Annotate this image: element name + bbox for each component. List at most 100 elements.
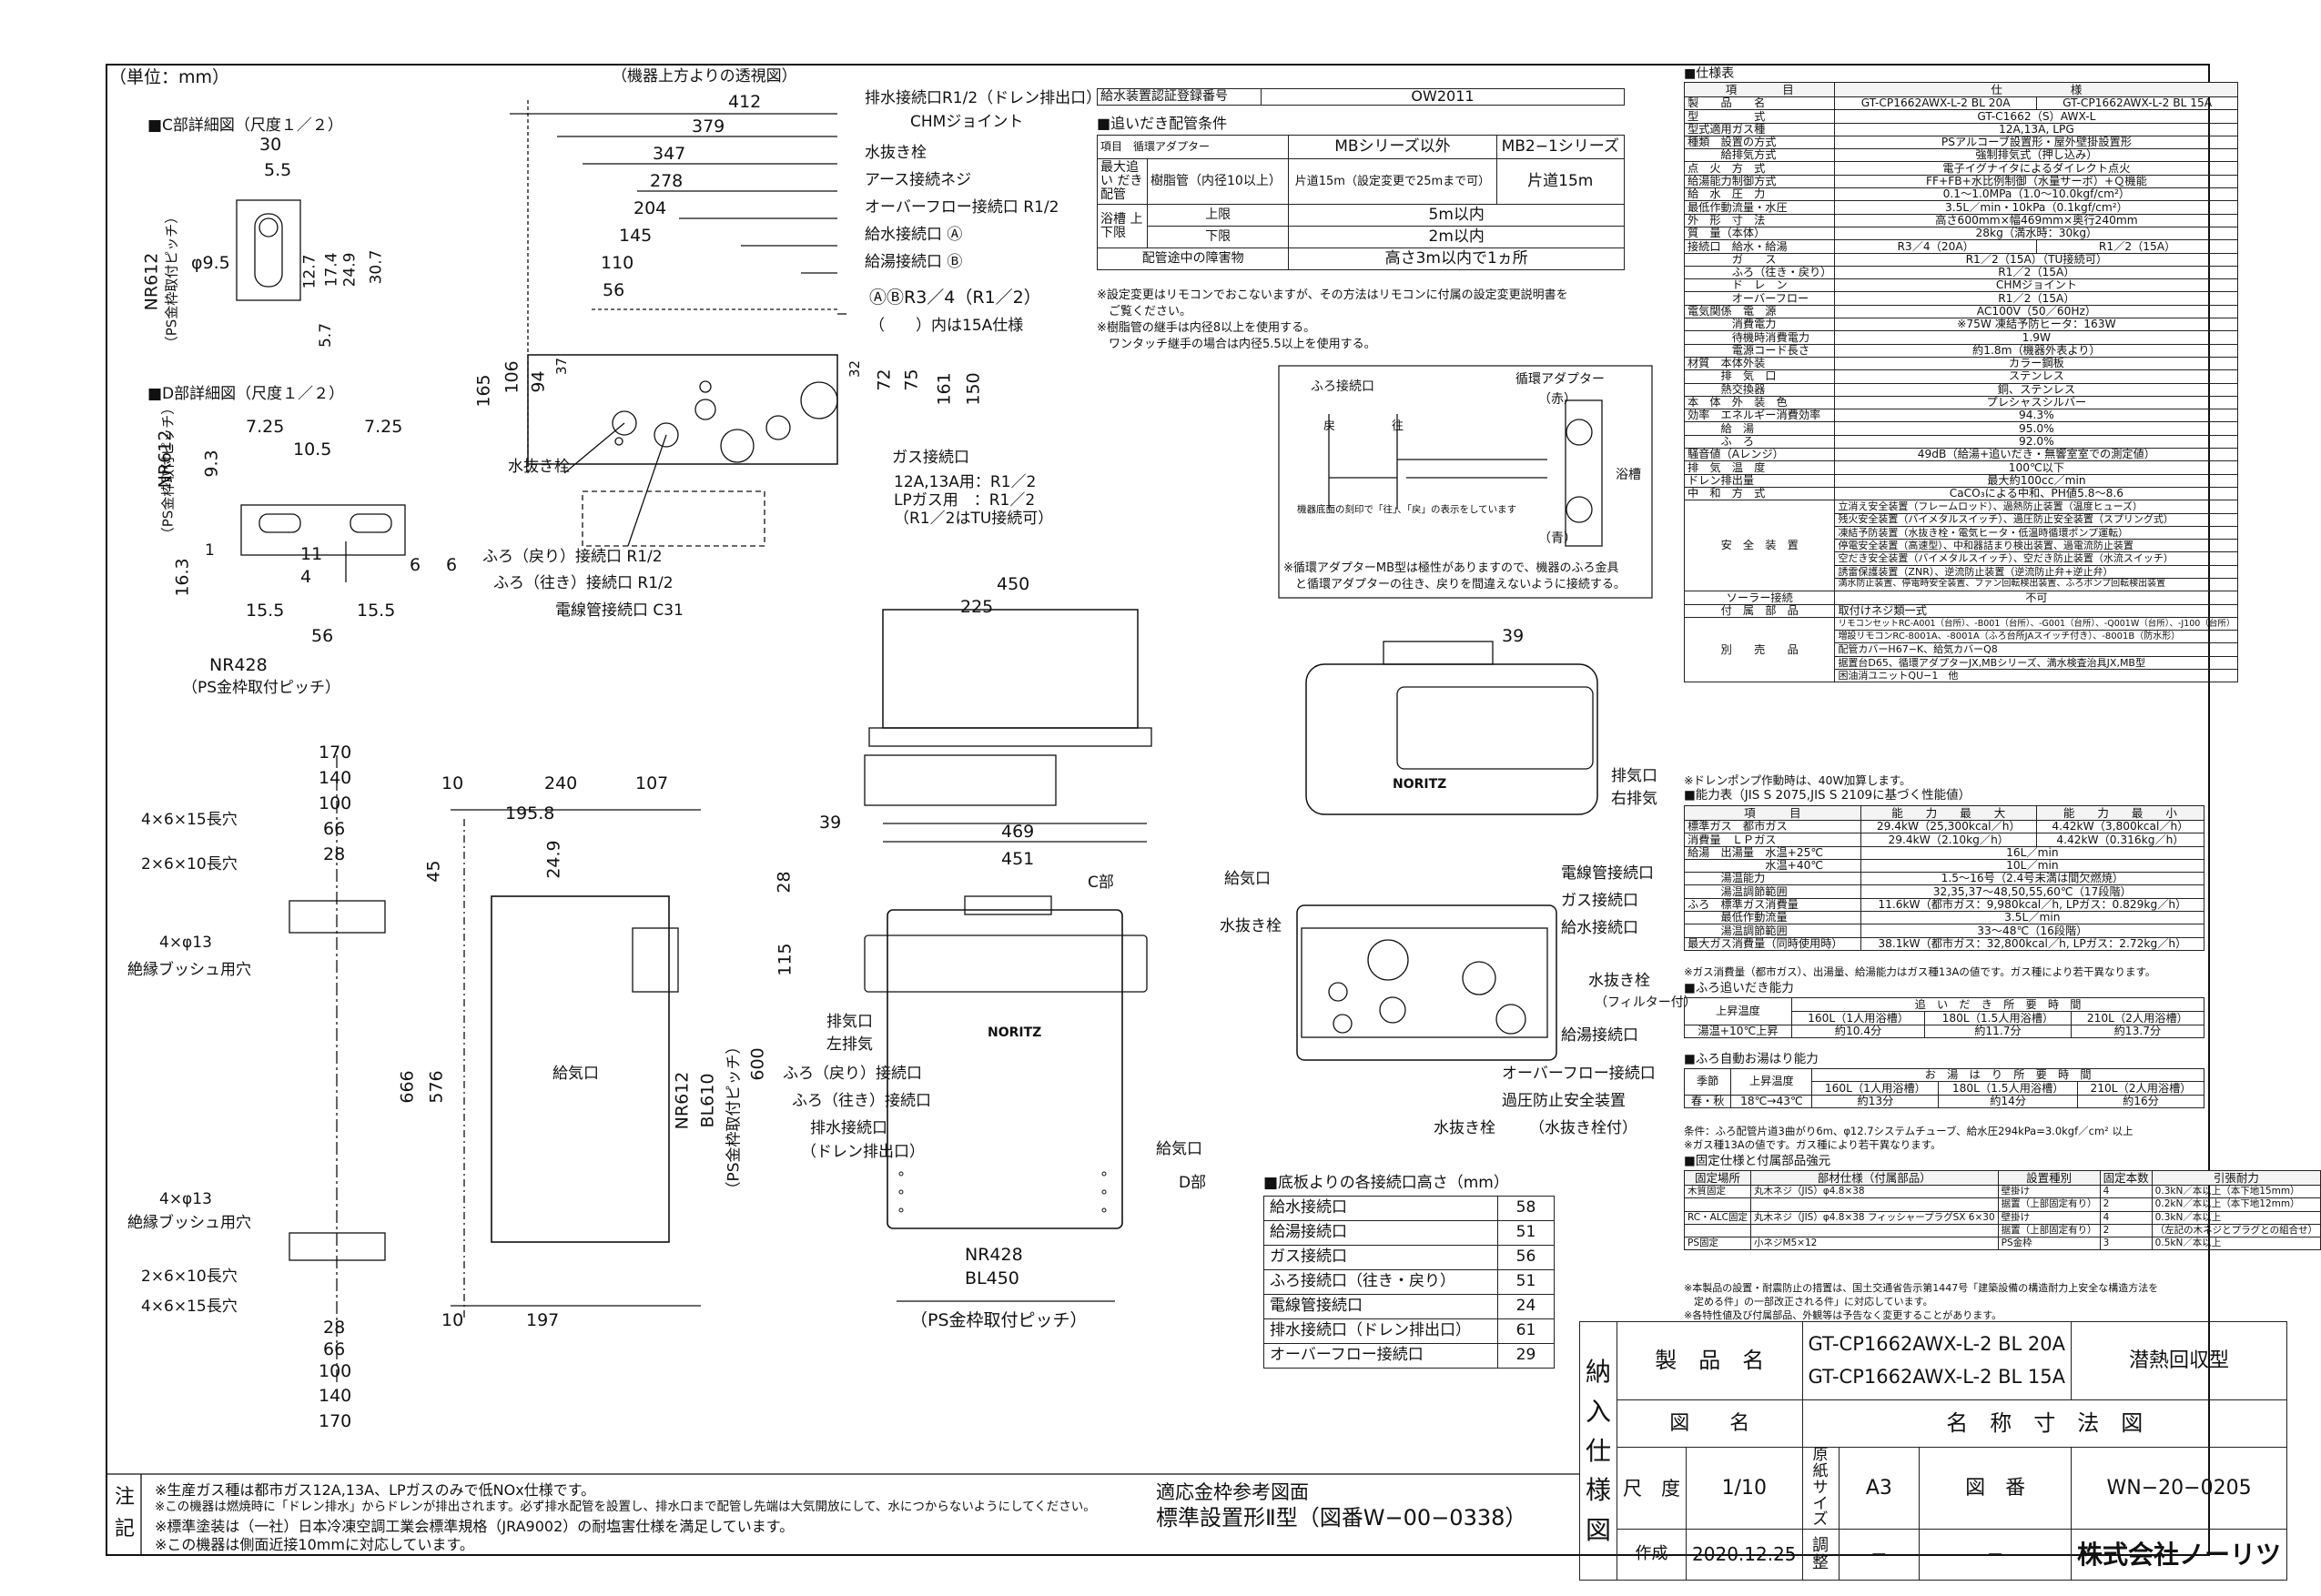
- note-line: ※生産ガス種は都市ガス12A,13A、LPガスのみで低NOx仕様です。: [155, 1481, 596, 1499]
- c-dim-24-9: 24.9: [340, 252, 360, 288]
- br-dim-28: 28: [323, 844, 346, 864]
- fx-h: 固定本数: [2099, 1170, 2153, 1186]
- c-dim-nr612: NR612: [141, 252, 162, 311]
- reg-label: 給水装置認証登録番号: [1097, 88, 1262, 106]
- fc-col: 160L（1人用浴槽）: [1811, 1081, 1940, 1096]
- fill-cap-title: ■ふろ自動お湯はり能力: [1684, 1052, 1819, 1066]
- d-dim-15-5a: 15.5: [246, 601, 285, 621]
- spec-value: R1／2（15A）: [1834, 265, 2239, 280]
- table-row: 最大ガス消費量（同時使用時）38.1kW（都市ガス：32,800kcal／h, …: [1684, 936, 2205, 951]
- reheat-cap-table: 上昇温度追 い だ き 所 要 時 間 160L（1人用浴槽）180L（1.5人…: [1684, 997, 2205, 1039]
- spec-value: プレシャスシルバー: [1834, 395, 2239, 410]
- cap-max: 29.4kW（2.10kg／h）: [1860, 833, 2037, 847]
- spec-value: 電子イグナイタによるダイレクト点火: [1834, 161, 2239, 176]
- note-line: ※この機器は燃焼時に「ドレン排水」からドレンが排出されます。必ず排水配管を設置し…: [155, 1500, 1096, 1514]
- front-dim-39: 39: [819, 813, 842, 833]
- options-head: 別 売 品: [1683, 616, 1836, 683]
- dim-75: 75: [901, 369, 922, 391]
- front-intake: 給気口: [1156, 1140, 1202, 1158]
- br-dim-66b: 66: [323, 1339, 346, 1359]
- option-line: 困油消ユニットQU−1 他: [1834, 669, 2239, 683]
- spec-value: カラー鋼板: [1834, 356, 2239, 371]
- fc-row: 春・秋: [1683, 1094, 1732, 1108]
- fixing-cell: PS金枠: [1997, 1237, 2101, 1251]
- adapter-note-1: ※循環アダプターMB型は極性がありますので、機器のふろ金具: [1283, 561, 1619, 575]
- spec-item: 消費電力: [1683, 318, 1836, 332]
- spec-title: ■仕様表: [1684, 66, 1735, 81]
- br-dim-100b: 100: [319, 1361, 352, 1381]
- callout-bath-return: ふろ（戻り）接続口 R1/2: [482, 548, 663, 566]
- rc-row: 約13.7分: [2070, 1024, 2205, 1039]
- c-dim-ps: （PS金枠取付ピッチ）: [163, 209, 180, 350]
- table-row: ふろ（往き・戻り）R1／2（15A）: [1683, 265, 2239, 280]
- rc-h1: 上昇温度: [1684, 997, 1792, 1025]
- height-value: 29: [1497, 1343, 1555, 1369]
- reheat-r1-pipe: 樹脂管（内径10以上）: [1146, 158, 1290, 205]
- dim-56: 56: [603, 280, 625, 300]
- front-dim-451: 451: [1001, 849, 1035, 869]
- reheat-r1-mb2: 片道15m: [1495, 158, 1625, 205]
- top-view-title: （機器上方よりの透視図）: [612, 67, 797, 86]
- dim-165: 165: [473, 374, 494, 408]
- d-dim-7-25a: 7.25: [246, 417, 285, 437]
- height-label: ガス接続口: [1263, 1245, 1498, 1270]
- tb-paper-label: 原紙サイズ: [1801, 1446, 1840, 1530]
- spec-value: 最大約100cc／min: [1834, 473, 2239, 488]
- side-dim-576: 576: [426, 1070, 447, 1104]
- adapter-name: 循環アダプター: [1515, 372, 1605, 387]
- option-line: 増設リモコンRC-8001A、-8001A（ふろ台所JAスイッチ付き）、-800…: [1834, 630, 2239, 644]
- height-label: 排水接続口（ドレン排出口）: [1263, 1318, 1498, 1344]
- dim-150: 150: [963, 372, 984, 406]
- spec-value: 49dB（給湯+追いだき・無響室室での測定値）: [1834, 448, 2239, 462]
- fixing-cell: RC・ALC固定: [1684, 1210, 1751, 1225]
- spec-value-2: GT-CP1662AWX-L-2 BL 15A: [2035, 96, 2239, 111]
- spec-item: ふ ろ: [1683, 434, 1836, 450]
- fixing-cell: PS固定: [1684, 1237, 1751, 1251]
- fixing-cell: 0.3kN／本以上: [2151, 1210, 2321, 1225]
- table-row: ドレン排出量最大約100cc／min: [1683, 473, 2239, 488]
- fill-cap-table: 季節上昇温度お 湯 は り 所 要 時 間 160L（1人用浴槽）180L（1.…: [1683, 1067, 2204, 1108]
- dim-278: 278: [650, 171, 684, 191]
- fixing-foot-3: ※各特性値及び付属部品、外観等は予告なく変更することがあります。: [1684, 1309, 2002, 1321]
- spec-item: オーバーフロー: [1683, 291, 1836, 306]
- fixing-foot-2: 定める件」の一部改正される件」に対応しています。: [1684, 1296, 1933, 1308]
- spec-item: 給 水 圧 力: [1683, 187, 1836, 202]
- fixing-cell: （左記の木ネジとプラグとの組合せ）: [2151, 1223, 2321, 1238]
- spec-value: 銅、ステンレス: [1834, 382, 2239, 397]
- reheat-col-mb2: MB2−1シリーズ: [1495, 135, 1625, 159]
- spec-value: CHMジョイント: [1834, 278, 2239, 293]
- tb-product-1: GT-CP1662AWX-L-2 BL 20A: [1808, 1332, 2066, 1355]
- table-row: 消費電力※75W 凍結予防ヒータ：163W: [1683, 318, 2239, 332]
- re-brand: NORITZ: [1393, 777, 1447, 792]
- side-view-lines: [451, 809, 701, 1319]
- spec-item: 効率 エネルギー消費効率: [1683, 409, 1836, 423]
- adapter-note-2: と循環アダプターの往き、戻りを間違えないように接続する。: [1283, 578, 1626, 591]
- rc-col: 210L（2人用浴槽）: [2070, 1011, 2205, 1025]
- reheat-r2-low: 下限: [1146, 226, 1290, 248]
- bv-filter: （フィルター付）: [1595, 995, 1697, 1010]
- d-dim-6a: 6: [410, 555, 421, 575]
- note-line: ※この機器は側面近接10mmに対応しています。: [155, 1536, 474, 1553]
- spec-item: 給 湯: [1683, 421, 1836, 436]
- cap-item: 最低作動流量: [1684, 911, 1861, 925]
- side-dim-nr612: NR612: [672, 1071, 693, 1130]
- reheat-r1-head: 最大追い だき配管: [1097, 158, 1148, 205]
- tb-drawing: 名 称 寸 法 図: [1801, 1399, 2288, 1448]
- solar-value: 不可: [1834, 591, 2239, 605]
- spec-item: ドレン排出量: [1683, 473, 1836, 488]
- tb-made: 2020.12.25: [1686, 1529, 1803, 1581]
- front-dim-450: 450: [997, 574, 1030, 594]
- safety-line: 誘雷保護装置（ZNR）、逆流防止装置（逆流防止弁+逆止弁）: [1834, 564, 2239, 579]
- br-dim-140b: 140: [319, 1386, 352, 1406]
- front-bath-g: ふろ（往き）接続口: [792, 1092, 931, 1110]
- callout-ab-size: ⒶⒷR3／4（R1／2）: [869, 288, 1041, 308]
- fx-h: 設置種別: [1997, 1170, 2101, 1186]
- spec-value: CaCO₃による中和、PH値5.8〜8.6: [1834, 486, 2239, 501]
